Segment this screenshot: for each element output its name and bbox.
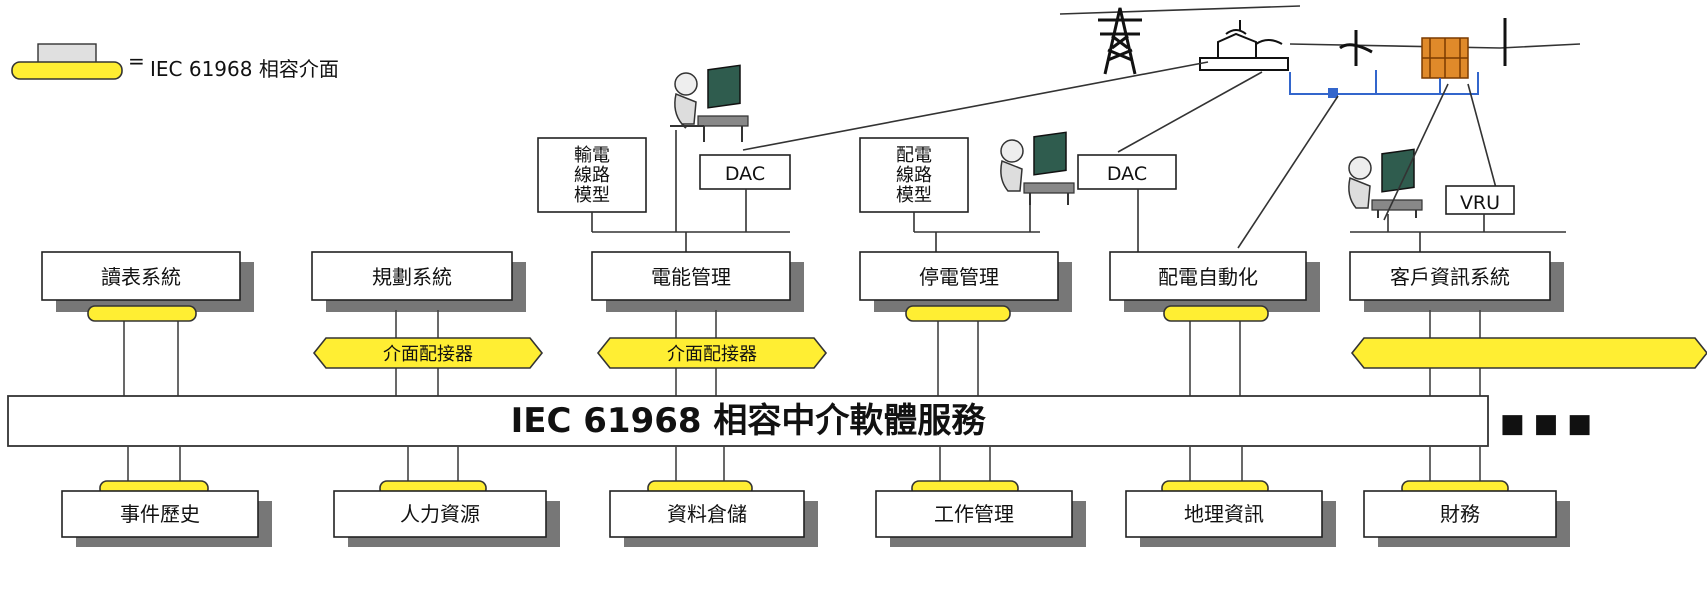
legend-equals: = xyxy=(128,49,145,73)
operator-workstation-icon xyxy=(1000,131,1075,205)
dac-left-label: DAC xyxy=(725,163,765,185)
connector-pipe xyxy=(939,446,991,484)
bottom-system-box: 人力資源 xyxy=(333,490,560,547)
distribution-line-model-box: 配電線路模型 xyxy=(859,137,969,213)
bottom-system-label: 地理資訊 xyxy=(1184,502,1264,526)
bottom-system-label: 工作管理 xyxy=(934,502,1014,526)
interface-connector xyxy=(905,305,1011,322)
connector-pipe xyxy=(675,446,725,484)
bottom-system-box: 事件歷史 xyxy=(61,490,272,547)
top-system-label: 客戶資訊系統 xyxy=(1390,265,1510,289)
interface-adapter: 介面配接器 xyxy=(596,337,828,369)
bottom-system-label: 事件歷史 xyxy=(120,502,200,526)
middleware-bus-label: IEC 61968 相容中介軟體服務 xyxy=(511,401,987,441)
top-system-box: 讀表系統 xyxy=(41,251,254,312)
pole-device-icon xyxy=(1421,37,1469,79)
dac-box-left: DAC xyxy=(699,154,791,190)
top-system-label: 電能管理 xyxy=(651,265,731,289)
operator-workstation-icon xyxy=(1348,148,1423,218)
connector-pipe xyxy=(123,310,179,396)
top-system-box: 電能管理 xyxy=(591,251,804,312)
substation-transformer-icon xyxy=(1199,20,1289,71)
operator-workstation-icon xyxy=(670,64,749,142)
top-system-box: 停電管理 xyxy=(859,251,1072,312)
top-interface-links: 介面配接器 介面配接器 xyxy=(87,305,1707,396)
connector-pipe xyxy=(1429,446,1481,484)
interface-connector xyxy=(87,305,197,322)
distribution-feeder-line xyxy=(1289,70,1479,98)
bottom-system-label: 人力資源 xyxy=(400,502,480,526)
interface-connector-legend-icon xyxy=(11,43,123,80)
bottom-system-box: 資料倉儲 xyxy=(609,490,818,547)
top-system-label: 讀表系統 xyxy=(101,265,181,289)
top-system-label: 配電自動化 xyxy=(1158,265,1258,289)
bottom-system-label: 資料倉儲 xyxy=(667,502,747,526)
bottom-systems-row: 事件歷史 人力資源 資料倉儲 工作管理 地理資訊 財務 xyxy=(61,490,1570,547)
top-system-box: 規劃系統 xyxy=(311,251,526,312)
bus-continuation-ellipsis: ■ ■ ■ xyxy=(1500,409,1592,439)
transmission-line-model-box: 輸電線路模型 xyxy=(537,137,647,213)
top-system-label: 規劃系統 xyxy=(372,265,452,289)
interface-adapter xyxy=(1350,337,1707,369)
local-bus-lines xyxy=(591,130,1566,252)
dac-right-label: DAC xyxy=(1107,163,1147,185)
connector-pipe xyxy=(937,310,979,396)
top-system-box: 客戶資訊系統 xyxy=(1349,251,1564,312)
top-systems-row: 讀表系統 規劃系統 電能管理 停電管理 配電自動化 客戶資訊系統 xyxy=(41,251,1564,312)
transmission-tower-icon xyxy=(1098,7,1142,75)
middleware-bus: IEC 61968 相容中介軟體服務 ■ ■ ■ xyxy=(7,395,1592,447)
vru-label: VRU xyxy=(1460,192,1500,214)
connector-pipe xyxy=(127,446,181,484)
distribution-line-model-label: 配電線路模型 xyxy=(896,145,932,206)
bottom-interface-links xyxy=(99,446,1509,497)
bottom-system-box: 地理資訊 xyxy=(1125,490,1336,547)
top-system-box: 配電自動化 xyxy=(1109,251,1320,312)
vru-box: VRU xyxy=(1445,185,1515,215)
bottom-system-box: 財務 xyxy=(1363,490,1570,547)
connector-pipe xyxy=(407,446,459,484)
transmission-line-model-label: 輸電線路模型 xyxy=(574,145,610,206)
dac-box-right: DAC xyxy=(1077,154,1177,190)
bottom-system-label: 財務 xyxy=(1440,502,1480,526)
utility-pole-icon xyxy=(1339,18,1507,66)
legend-label: IEC 61968 相容介面 xyxy=(150,57,339,81)
interface-adapter: 介面配接器 xyxy=(312,337,544,369)
interface-connector xyxy=(1163,305,1269,322)
legend: = IEC 61968 相容介面 xyxy=(11,43,339,81)
bottom-system-box: 工作管理 xyxy=(875,490,1086,547)
connector-pipe xyxy=(1189,310,1241,396)
connector-pipe xyxy=(1189,446,1243,484)
interface-adapter-label: 介面配接器 xyxy=(383,344,473,365)
interface-adapter-label: 介面配接器 xyxy=(667,344,757,365)
top-system-label: 停電管理 xyxy=(919,265,999,289)
